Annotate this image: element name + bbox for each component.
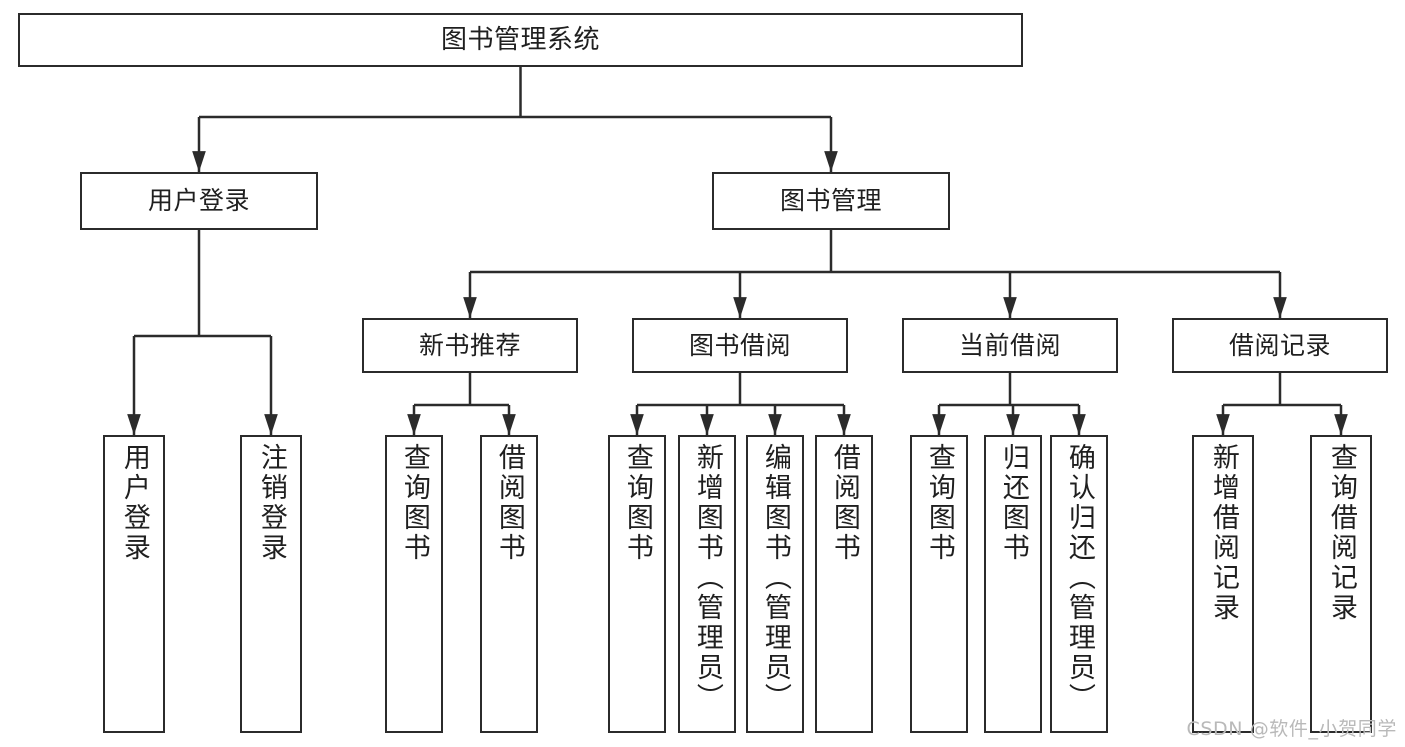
arrowhead-icon [1273, 297, 1287, 318]
node-leaf-confirm-return[interactable]: 确认归还（管理员） [1050, 435, 1108, 733]
node-new-book-rec[interactable]: 新书推荐 [362, 318, 578, 373]
arrowhead-icon [932, 414, 946, 435]
arrowhead-icon [1216, 414, 1230, 435]
node-leaf-borrow-book-1[interactable]: 借阅图书 [480, 435, 538, 733]
node-leaf-query-book-1[interactable]: 查询图书 [385, 435, 443, 733]
node-current-borrow[interactable]: 当前借阅 [902, 318, 1118, 373]
arrowhead-icon [824, 151, 838, 172]
node-label: 查询图书 [398, 443, 430, 563]
node-label: 新增图书（管理员） [691, 443, 723, 713]
node-label: 用户登录 [118, 443, 150, 563]
arrowhead-icon [768, 414, 782, 435]
arrowhead-icon [407, 414, 421, 435]
node-label: 图书管理 [779, 186, 882, 216]
node-leaf-return-book[interactable]: 归还图书 [984, 435, 1042, 733]
node-label: 注销登录 [255, 443, 287, 563]
arrowhead-icon [837, 414, 851, 435]
node-label: 确认归还（管理员） [1063, 443, 1095, 713]
node-label: 用户登录 [147, 186, 250, 216]
node-label: 查询图书 [621, 443, 653, 563]
node-label: 借阅图书 [493, 443, 525, 563]
node-label: 借阅图书 [828, 443, 860, 563]
node-leaf-add-book[interactable]: 新增图书（管理员） [678, 435, 736, 733]
node-book-manage[interactable]: 图书管理 [712, 172, 950, 230]
node-leaf-user-logout[interactable]: 注销登录 [240, 435, 302, 733]
node-label: 归还图书 [997, 443, 1029, 563]
node-leaf-query-record[interactable]: 查询借阅记录 [1310, 435, 1372, 733]
node-label: 编辑图书（管理员） [759, 443, 791, 713]
arrowhead-icon [1006, 414, 1020, 435]
node-label: 查询图书 [923, 443, 955, 563]
node-leaf-edit-book[interactable]: 编辑图书（管理员） [746, 435, 804, 733]
node-leaf-query-book-3[interactable]: 查询图书 [910, 435, 968, 733]
node-user-login[interactable]: 用户登录 [80, 172, 318, 230]
node-borrow-record[interactable]: 借阅记录 [1172, 318, 1388, 373]
node-leaf-borrow-book-2[interactable]: 借阅图书 [815, 435, 873, 733]
node-root[interactable]: 图书管理系统 [18, 13, 1023, 67]
arrowhead-icon [127, 414, 141, 435]
node-label: 新书推荐 [418, 330, 521, 360]
node-label: 借阅记录 [1228, 330, 1331, 360]
arrowhead-icon [463, 297, 477, 318]
csdn-watermark: CSDN @软件_小贺同学 [1186, 718, 1397, 740]
node-label: 图书借阅 [688, 330, 791, 360]
node-label: 新增借阅记录 [1207, 443, 1239, 623]
node-book-borrow[interactable]: 图书借阅 [632, 318, 848, 373]
arrowhead-icon [192, 151, 206, 172]
arrowhead-icon [502, 414, 516, 435]
node-label: 图书管理系统 [440, 24, 600, 55]
node-label: 查询借阅记录 [1325, 443, 1357, 623]
arrowhead-icon [1334, 414, 1348, 435]
arrowhead-icon [700, 414, 714, 435]
node-leaf-query-book-2[interactable]: 查询图书 [608, 435, 666, 733]
node-leaf-user-login[interactable]: 用户登录 [103, 435, 165, 733]
arrowhead-icon [733, 297, 747, 318]
arrowhead-icon [630, 414, 644, 435]
node-leaf-add-record[interactable]: 新增借阅记录 [1192, 435, 1254, 733]
arrowhead-icon [1072, 414, 1086, 435]
arrowhead-icon [1003, 297, 1017, 318]
arrowhead-icon [264, 414, 278, 435]
node-label: 当前借阅 [958, 330, 1061, 360]
